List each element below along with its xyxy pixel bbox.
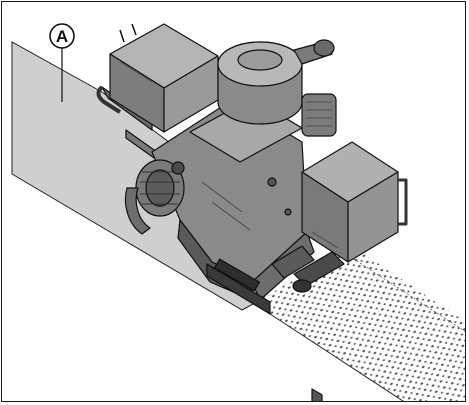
callout-a: A bbox=[49, 23, 75, 102]
dust-separator-box bbox=[109, 23, 219, 133]
blasted-floor-surface bbox=[263, 249, 465, 401]
callout-label-a: A bbox=[56, 27, 68, 46]
electrical-control-box bbox=[301, 141, 408, 401]
shot-blasting-machine bbox=[96, 23, 408, 401]
machine-wheels bbox=[271, 245, 345, 293]
electric-motor-side bbox=[124, 159, 185, 235]
machine-illustration: A bbox=[11, 23, 465, 401]
electric-motor-upper bbox=[217, 39, 337, 137]
